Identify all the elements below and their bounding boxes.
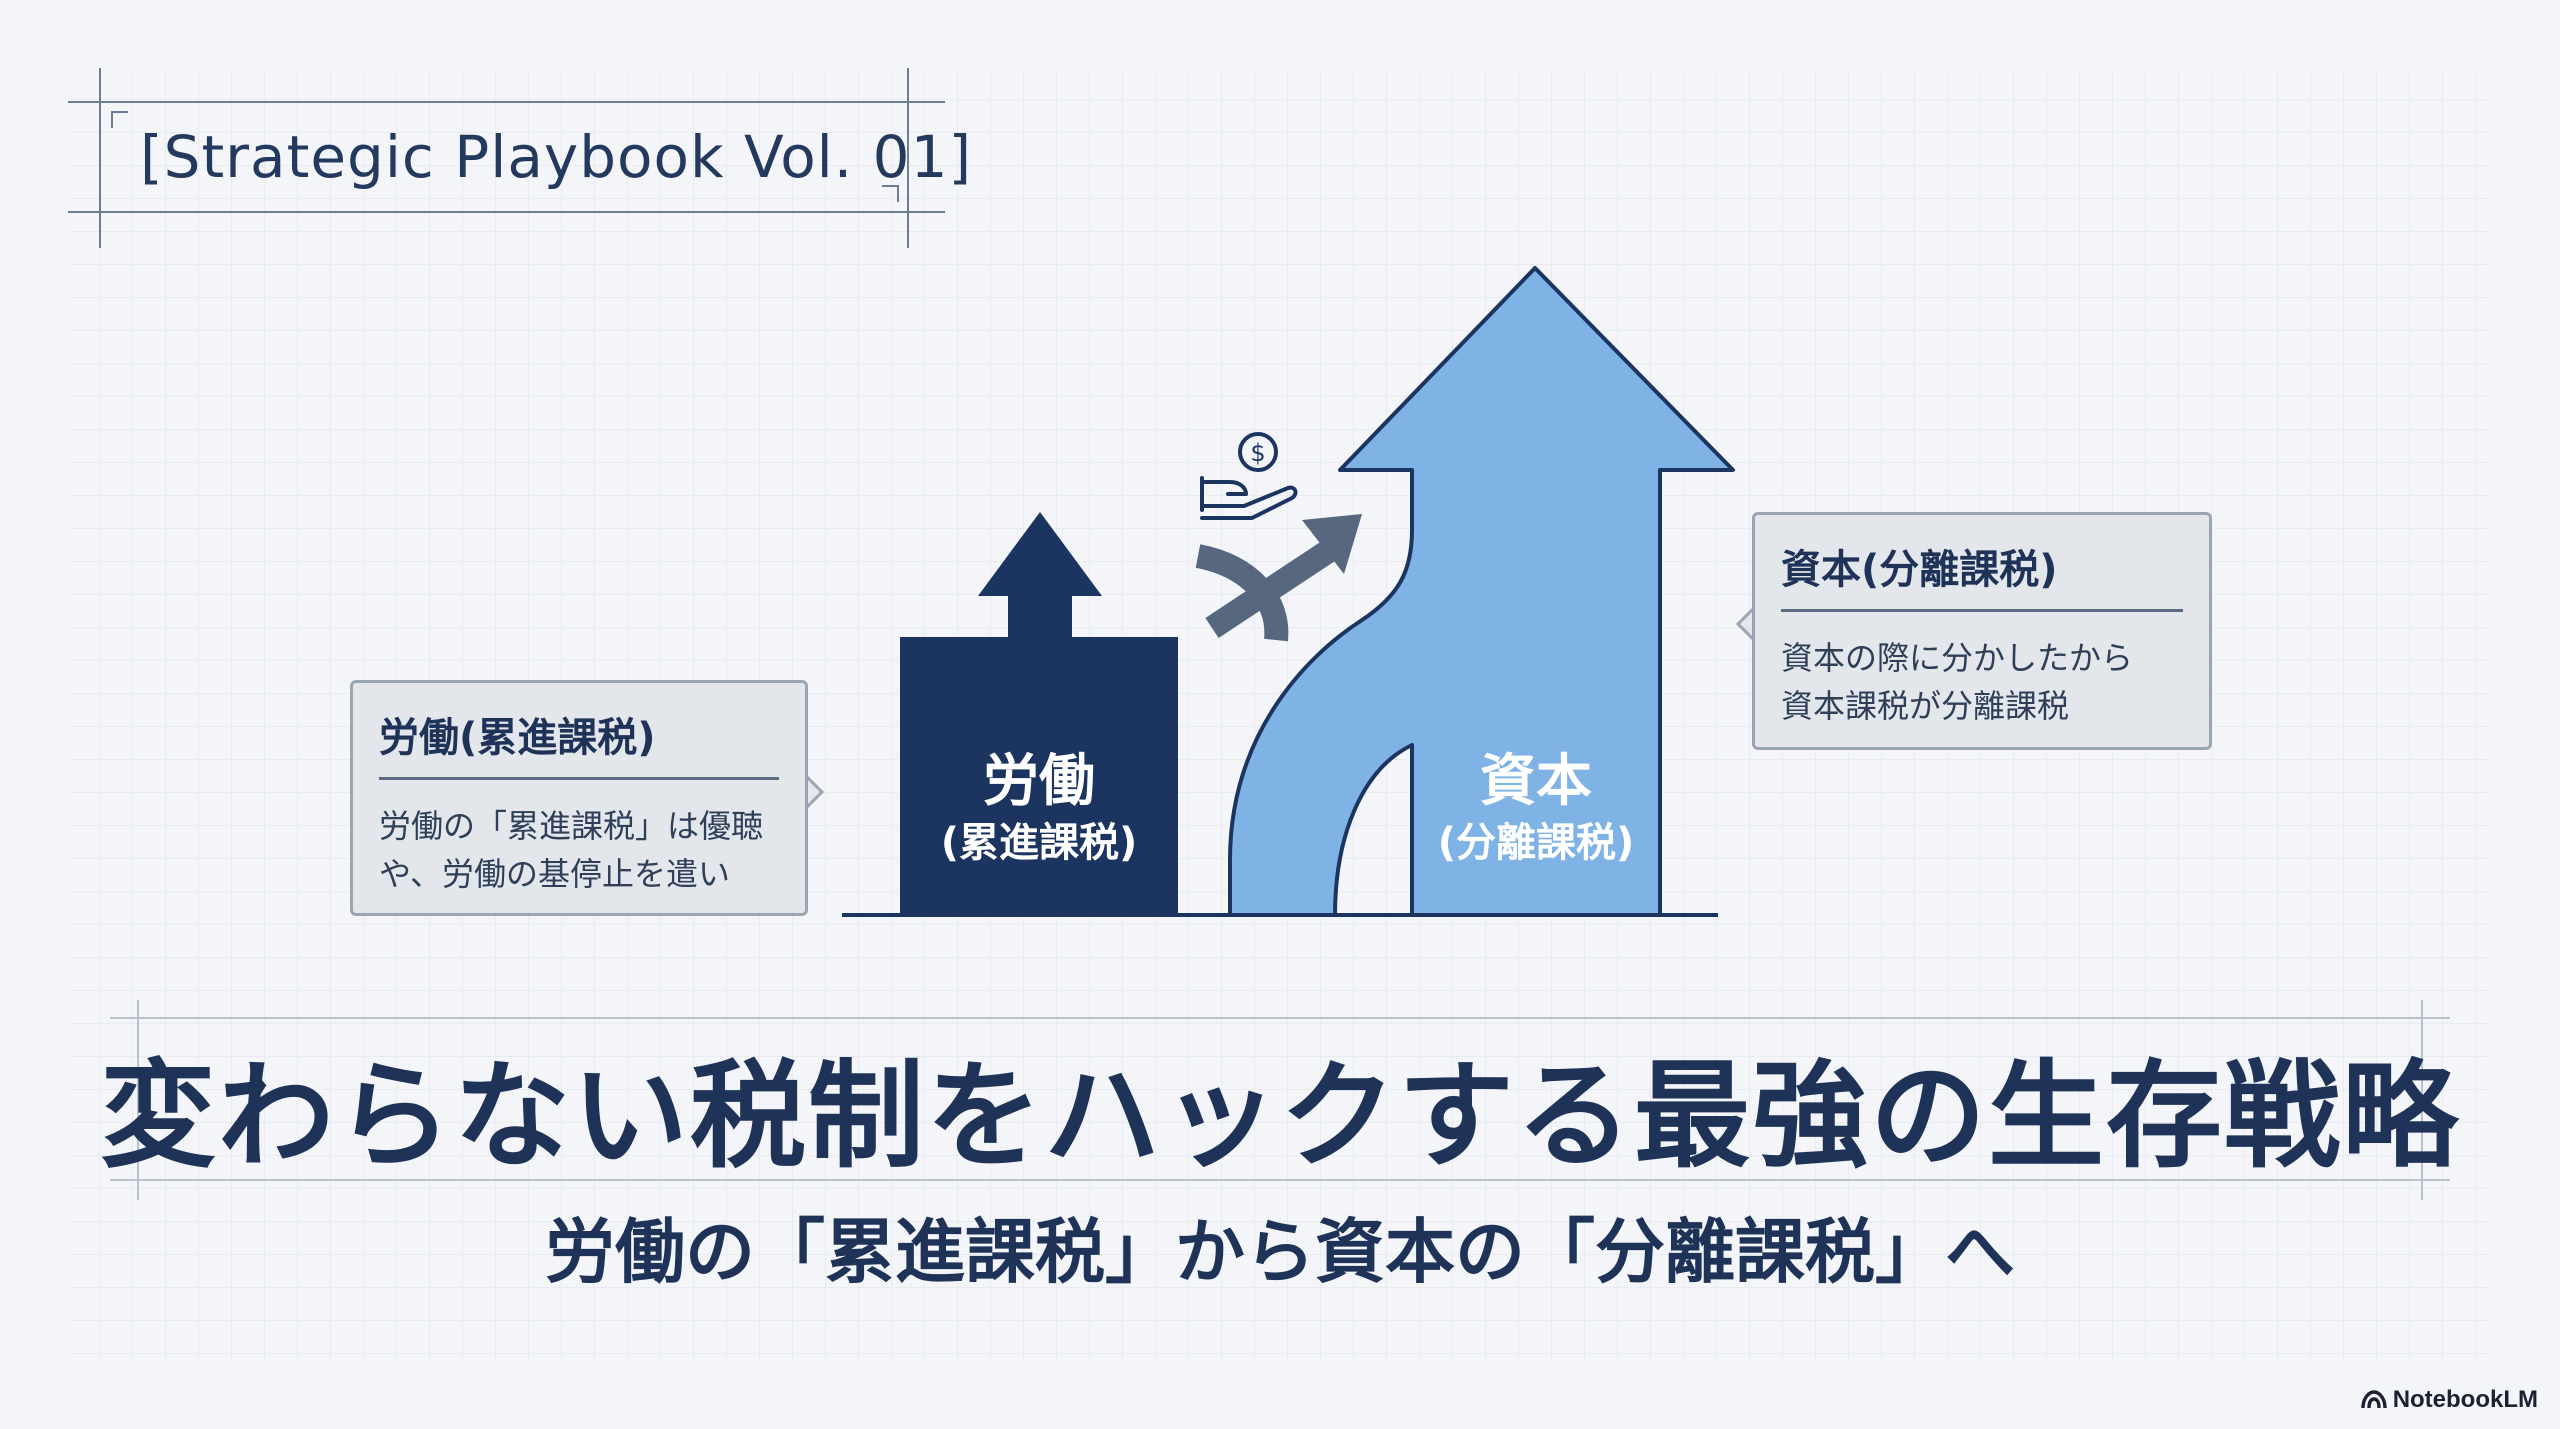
capital-callout: 資本(分離課税) 資本の際に分かしたから 資本課税が分離課税: [1752, 512, 2212, 750]
capital-callout-body: 資本の際に分かしたから 資本課税が分離課税: [1781, 634, 2183, 730]
notebooklm-logo: NotebookLM: [2360, 1386, 2538, 1414]
labor-callout-body: 労働の「累進課税」は優聴 や、労働の基停止を遣い: [379, 802, 779, 898]
tax-diagram: $ 労働 (累進課税) 資本 (分離課税): [804, 266, 1756, 917]
labor-callout-line: 労働の「累進課税」は優聴: [379, 807, 764, 845]
capital-arrow: [1228, 266, 1735, 917]
labor-callout-line: や、労働の基停止を遣い: [379, 855, 731, 893]
capital-callout-line: 資本課税が分離課税: [1781, 687, 2070, 725]
capital-arrow-title: 資本: [1480, 749, 1592, 814]
main-title: 変わらない税制をハックする最強の生存戦略: [100, 1049, 2460, 1184]
labor-block-subtitle: (累進課税): [941, 820, 1138, 866]
header-tag-box: [Strategic Playbook Vol. 01]: [98, 102, 971, 212]
capital-arrow-subtitle: (分離課税): [1438, 820, 1635, 866]
svg-text:$: $: [1250, 439, 1265, 467]
labor-callout-title: 労働(累進課税): [379, 705, 779, 780]
capital-callout-title: 資本(分離課税): [1781, 537, 2183, 612]
header-frame: [68, 68, 945, 248]
hand-coin-icon: $: [1200, 432, 1298, 520]
labor-callout: 労働(累進課税) 労働の「累進課税」は優聴 や、労働の基停止を遣い: [350, 680, 808, 916]
notebooklm-logo-icon: [2360, 1390, 2387, 1409]
capital-callout-line: 資本の際に分かしたから: [1781, 639, 2134, 677]
labor-block-title: 労働: [983, 749, 1095, 814]
branch-arrow-icon: [1195, 514, 1362, 642]
labor-block: [900, 512, 1178, 915]
sub-title: 労働の「累進課税」から資本の「分離課税」へ: [545, 1211, 2015, 1293]
logo-text: NotebookLM: [2392, 1386, 2538, 1413]
header-tag: [Strategic Playbook Vol. 01]: [140, 123, 973, 191]
